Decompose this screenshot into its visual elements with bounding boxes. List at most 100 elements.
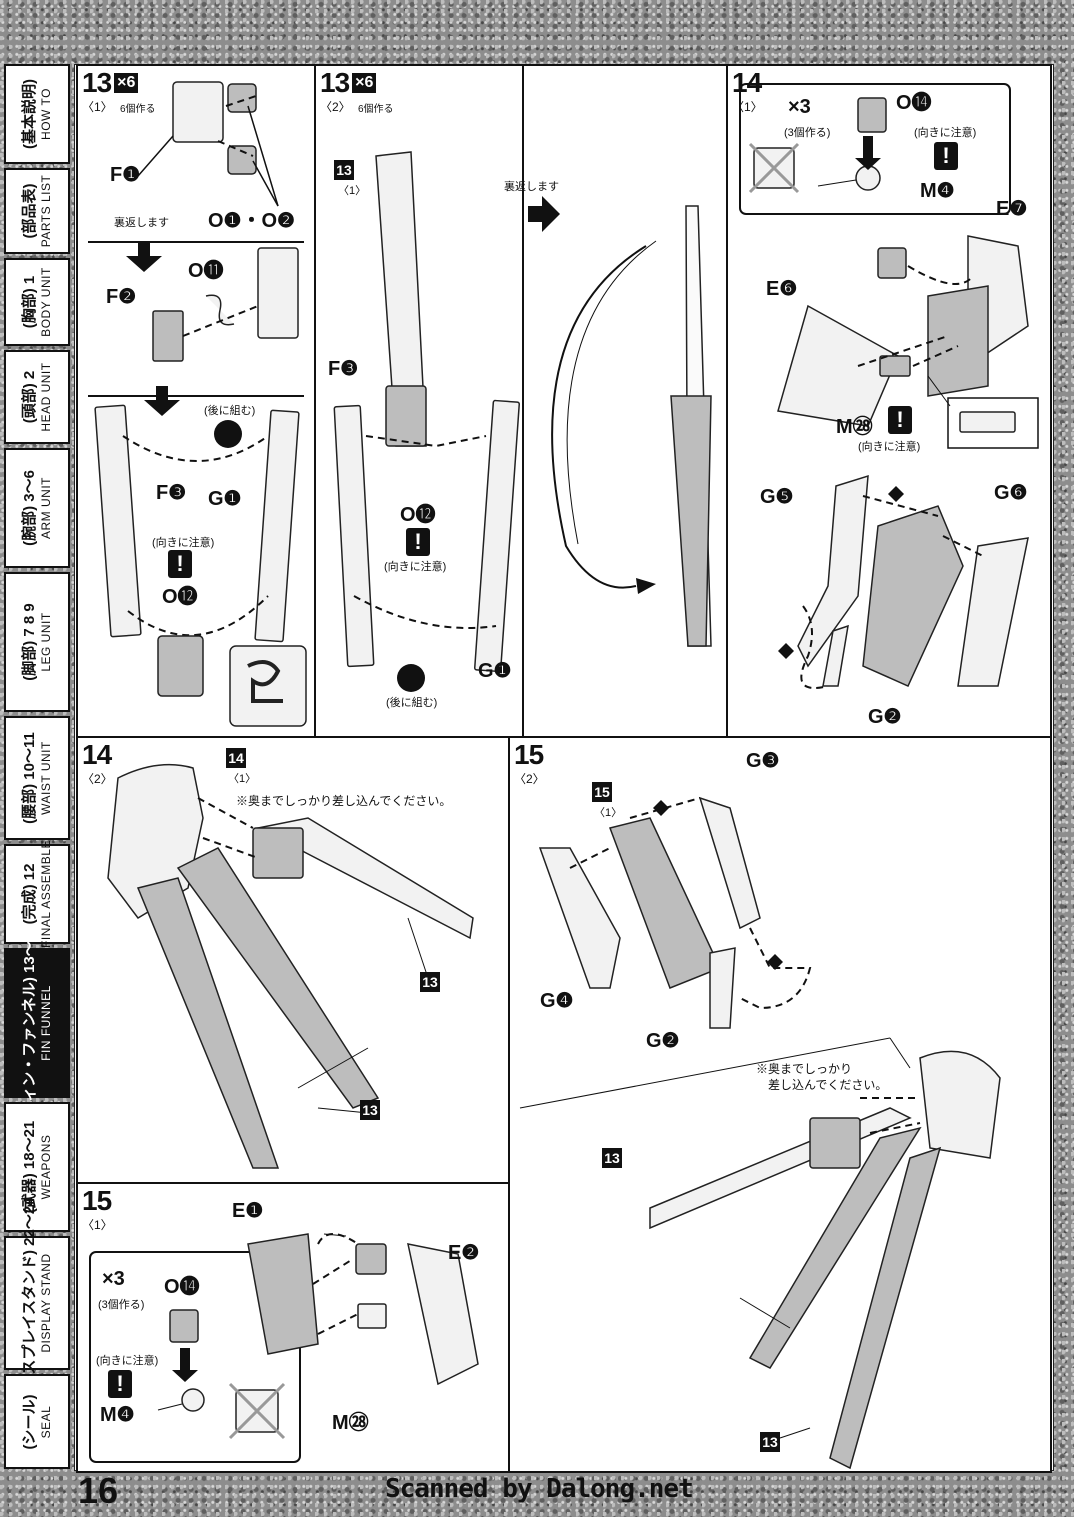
- part-label-f2: F❷: [106, 286, 137, 308]
- tab-label-en: SEAL: [39, 1405, 53, 1438]
- step-15-1-panel: 15 〈1〉 E❶ E❷ ×3 (3個作る) O⓮ (向きに注意) ! M❹ M…: [76, 1182, 510, 1473]
- step-15-1-illustration: [89, 1233, 479, 1463]
- times-note: (3個作る): [784, 127, 831, 139]
- warning-icon: !: [888, 406, 912, 434]
- warning-icon: !: [108, 1370, 132, 1398]
- part-label-o14: O⓮: [164, 1276, 200, 1298]
- flip-note: 裏返します: [114, 217, 169, 229]
- caution-note: (向きに注意): [914, 127, 977, 139]
- times-badge: ×3: [788, 96, 811, 118]
- tab-label-jp: (脚部) 7 8 9: [21, 603, 38, 681]
- ref-step-badge: 14: [226, 748, 246, 768]
- step-sub: 〈1〉: [82, 1218, 113, 1232]
- ref-step-sub: 〈1〉: [228, 773, 257, 785]
- caution-note: (向きに注意): [152, 537, 215, 549]
- part-label-g3: G❸: [746, 750, 780, 772]
- step-number: 15: [82, 1185, 112, 1216]
- ref-step-sub: 〈1〉: [338, 185, 367, 197]
- step-number: 14: [732, 67, 762, 98]
- part-label-g2: G❷: [868, 706, 902, 728]
- part-tag-13: 13: [420, 972, 440, 992]
- part-label-f3: F❸: [328, 358, 359, 380]
- step-num-text: 14: [82, 739, 112, 770]
- step-num-text: 15: [514, 739, 544, 770]
- caution-note: (向きに注意): [384, 561, 447, 573]
- times-note: (3個作る): [98, 1299, 145, 1311]
- part-label-e6: E❻: [766, 278, 798, 300]
- step-13-2-panel: 13×6 〈2〉 6個作る 13 〈1〉 裏返します F❸ O⓬ ! (向きに注…: [314, 64, 728, 738]
- part-label-e7: E❼: [996, 198, 1028, 220]
- step-13-1-panel: 13×6 〈1〉 6個作る F❶ O❶・O❷ 裏返します O⓫ F❷ (後に組む…: [76, 64, 316, 738]
- part-label-m28: M㉘: [836, 416, 873, 438]
- tab-parts-list[interactable]: (部品表)PARTS LIST: [4, 168, 70, 254]
- step-num-text: 14: [732, 67, 762, 98]
- part-label-o12: O⓬: [162, 586, 198, 608]
- multiplier-badge: ×6: [114, 73, 139, 93]
- tab-seal[interactable]: (シール)SEAL: [4, 1374, 70, 1469]
- ref-step-badge: 13: [334, 160, 354, 180]
- step-num-text: 13: [82, 67, 112, 98]
- step-number: 14: [82, 739, 112, 770]
- tab-label-jp: (頭部) 2: [21, 370, 38, 424]
- part-label-g4: G❹: [540, 990, 574, 1012]
- part-tag-13-b: 13: [760, 1432, 780, 1452]
- part-label-o11: O⓫: [188, 260, 224, 282]
- tab-label-jp: (部品表): [21, 183, 38, 239]
- page-number: 16: [78, 1470, 119, 1511]
- step-13-1-illustration: [88, 81, 307, 727]
- part-label-o1-o2: O❶・O❷: [208, 210, 295, 232]
- tab-label-en: LEG UNIT: [39, 612, 53, 672]
- tab-label-en: WAIST UNIT: [39, 741, 53, 815]
- tab-label-jp: (フィン・ファンネル) 13〜17: [21, 924, 38, 1122]
- insert-note: ※奥までしっかり差し込んでください。: [236, 794, 452, 808]
- part-tag-13: 13: [602, 1148, 622, 1168]
- part-label-m4: M❹: [100, 1404, 135, 1426]
- part-label-g1: G❶: [478, 660, 512, 682]
- tab-label-en: HOW TO: [39, 88, 53, 140]
- tab-label-en: FIN FUNNEL: [39, 985, 53, 1061]
- ref-step-sub: 〈1〉: [594, 807, 623, 819]
- tab-how-to[interactable]: (基本説明)HOW TO: [4, 64, 70, 164]
- caution-note: (向きに注意): [96, 1355, 159, 1367]
- part-label-m4: M❹: [920, 180, 955, 202]
- part-tag-13-b: 13: [360, 1100, 380, 1120]
- tab-label-jp: (シール): [21, 1394, 38, 1449]
- caution-note-2: (向きに注意): [858, 441, 921, 453]
- flip-note: 裏返します: [504, 181, 559, 193]
- step-14-1-panel: 14 〈1〉 ×3 (3個作る) O⓮ (向きに注意) ! M❹ E❼ E❻: [726, 64, 1052, 738]
- part-label-g5: G❺: [760, 486, 794, 508]
- step-14-2-illustration: [107, 763, 474, 1169]
- tab-label-en: ARM UNIT: [39, 477, 53, 539]
- tab-label-en: PARTS LIST: [39, 174, 53, 248]
- tab-label-jp: (胸部) 1: [21, 275, 38, 329]
- step-number: 15: [514, 739, 544, 770]
- part-label-e1: E❶: [232, 1200, 264, 1222]
- tab-label-jp: (基本説明): [21, 79, 38, 149]
- insert-note-2: 差し込んでください。: [768, 1078, 888, 1092]
- part-label-g2: G❷: [646, 1030, 680, 1052]
- part-label-e2: E❷: [448, 1242, 480, 1264]
- step-13-2-illustration: [333, 66, 712, 736]
- part-label-o12: O⓬: [400, 504, 436, 526]
- part-label-g1: G❶: [208, 488, 242, 510]
- part-label-m28: M㉘: [332, 1412, 369, 1434]
- part-label-f1: F❶: [110, 164, 141, 186]
- step-sub: 〈2〉: [82, 772, 113, 786]
- step-number: 13×6: [82, 67, 139, 98]
- step-note: 6個作る: [120, 104, 156, 115]
- insert-note-1: ※奥までしっかり: [756, 1062, 853, 1076]
- later-note: (後に組む): [204, 405, 256, 417]
- step-num-text: 15: [82, 1185, 112, 1216]
- part-label-g6: G❻: [994, 482, 1028, 504]
- multiplier-badge: ×6: [352, 73, 377, 93]
- tab-label-en: BODY UNIT: [39, 267, 53, 337]
